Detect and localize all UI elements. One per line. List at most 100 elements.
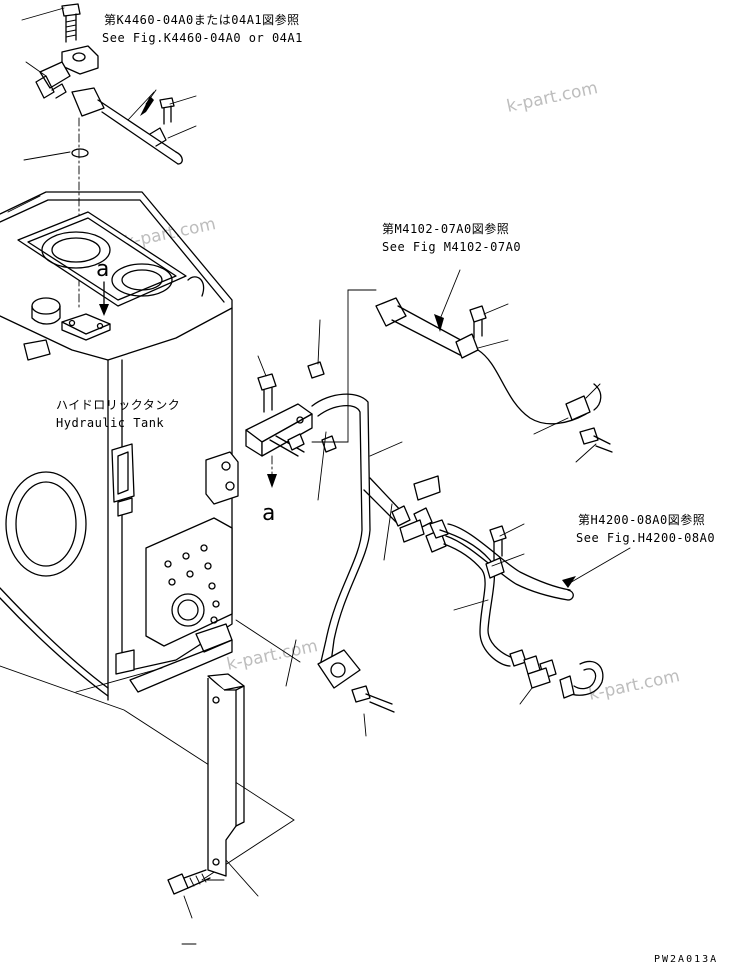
view-mark-top: a <box>96 257 109 282</box>
cover-opening-1-inner <box>51 237 101 263</box>
port-hole-1 <box>68 319 76 327</box>
reference-2: 第M4102-07A0図参照 See Fig M4102-07A0 <box>382 221 521 254</box>
bolt-head-upper-right <box>469 305 487 323</box>
elbow-fitting-end <box>35 75 55 99</box>
ref3-arrow <box>562 576 576 588</box>
clip-hole-2 <box>225 481 235 491</box>
clip-hole-1 <box>221 461 231 471</box>
leader-lines-centre <box>235 319 403 737</box>
watermark-3: k-part.com <box>225 636 320 675</box>
leader-ref2-bracket <box>311 289 349 443</box>
ref2-jp: 第M4102-07A0図参照 <box>382 221 509 236</box>
breather-body <box>31 305 61 325</box>
valve-port-inner <box>177 599 199 621</box>
vertical-tube-right-wall <box>317 405 363 667</box>
gauge-bracket <box>117 497 133 517</box>
hose-top-end <box>175 151 183 165</box>
watermark-4: k-part.com <box>587 666 682 705</box>
hose-break-mark <box>593 383 602 411</box>
horizontal-tube <box>363 477 405 525</box>
floor-lines <box>0 665 295 881</box>
tank-top-inner <box>0 199 225 303</box>
ref2-en: See Fig M4102-07A0 <box>382 240 521 254</box>
elbow-lower-right <box>565 660 604 696</box>
hose-nut-lower-2 <box>429 519 449 539</box>
bracket-hole-top <box>212 696 220 704</box>
valve-port <box>171 593 205 627</box>
tank-label-en: Hydraulic Tank <box>56 416 164 430</box>
hose-lower-upper-end <box>567 589 574 601</box>
leader-lines-bracket <box>181 859 259 945</box>
hose-nut-top <box>71 87 105 117</box>
level-gauge <box>111 443 135 503</box>
ref3-jp: 第H4200-08A0図参照 <box>578 512 705 527</box>
hose-lower-upper-inner <box>445 535 569 601</box>
clamp-bottom-plate <box>527 667 551 689</box>
bolt-head-bottom <box>351 685 371 703</box>
valve-plate <box>145 517 233 647</box>
ref2-arrow <box>434 314 444 332</box>
bolt-head-clamp-right <box>579 427 599 445</box>
upper-right-hose <box>375 269 613 463</box>
ref3-en: See Fig.H4200-08A0 <box>576 531 715 545</box>
reference-1: 第K4460-04A0または04A1図参照 See Fig.K4460-04A0… <box>102 12 303 45</box>
bolt-shank-bottom <box>365 693 395 713</box>
side-bracket <box>23 339 51 361</box>
elbow-lower-right-end <box>559 675 575 699</box>
tank-base-rail <box>129 639 233 693</box>
view-arrow-bottom-head <box>267 474 277 488</box>
bracket-side <box>235 685 245 827</box>
ref1-jp: 第K4460-04A0または04A1図参照 <box>104 12 300 27</box>
bolt-head-mid <box>159 97 175 109</box>
valve-plate-holes <box>164 544 220 624</box>
hydraulic-tank: ハイドロリックタンク Hydraulic Tank a <box>0 191 295 881</box>
bolt-head-lower <box>489 525 507 543</box>
o-ring <box>71 148 89 158</box>
nut-top <box>307 361 325 379</box>
leader-tank <box>7 195 41 213</box>
support-bracket <box>167 673 259 945</box>
block-fitting-nut <box>287 433 305 451</box>
hose-upper-right <box>391 305 469 357</box>
bolt-head-top <box>61 3 81 17</box>
view-mark-bottom: a <box>262 501 275 526</box>
bracket-body <box>207 678 237 877</box>
watermark-1: k-part.com <box>505 78 600 117</box>
clamp-plate <box>399 519 425 543</box>
cover-plate-inner <box>27 217 177 301</box>
clamp-upper-right <box>565 395 591 421</box>
bolt-thread-bracket <box>189 873 207 887</box>
bolt-shank-upper-right <box>473 319 483 339</box>
tank-port-pad-side <box>61 321 111 341</box>
hose-lower-left-wall <box>439 529 515 659</box>
tank-label-jp: ハイドロリックタンク <box>56 398 180 412</box>
elbow-fitting <box>39 61 71 89</box>
hose-top <box>97 99 179 165</box>
tube-block-side <box>261 413 313 457</box>
bolt-shank-mid <box>163 105 172 125</box>
bolt-shank-top <box>65 13 77 43</box>
reference-3: 第H4200-08A0図参照 See Fig.H4200-08A0 <box>576 512 715 545</box>
bolt-shank-clamp-right <box>593 435 613 453</box>
port-hole-2 <box>96 322 104 330</box>
clamp-tag <box>413 475 441 501</box>
block-hole <box>296 416 304 424</box>
tank-bottom-curve <box>0 587 109 697</box>
drawing-code: PW2A013A <box>654 954 718 965</box>
bolt-thread-top <box>65 19 77 38</box>
cover-opening-2-inner <box>121 269 163 291</box>
clamp-lower <box>485 557 505 579</box>
tube-flange-bottom <box>317 649 361 689</box>
tank-foot-left <box>115 649 135 675</box>
tube-flange-hole <box>330 662 346 678</box>
cover-opening-1 <box>41 231 111 269</box>
leader-lines-lower-right <box>453 523 631 705</box>
level-gauge-window <box>117 451 129 495</box>
view-arrow-top-head <box>99 304 109 316</box>
leader-lines-top <box>21 7 197 161</box>
ref1-en: See Fig.K4460-04A0 or 04A1 <box>102 31 303 45</box>
breather-cap <box>31 297 61 315</box>
lift-hook <box>187 276 205 297</box>
block-fitting <box>61 45 99 75</box>
centre-tube-assembly: a <box>235 289 441 737</box>
